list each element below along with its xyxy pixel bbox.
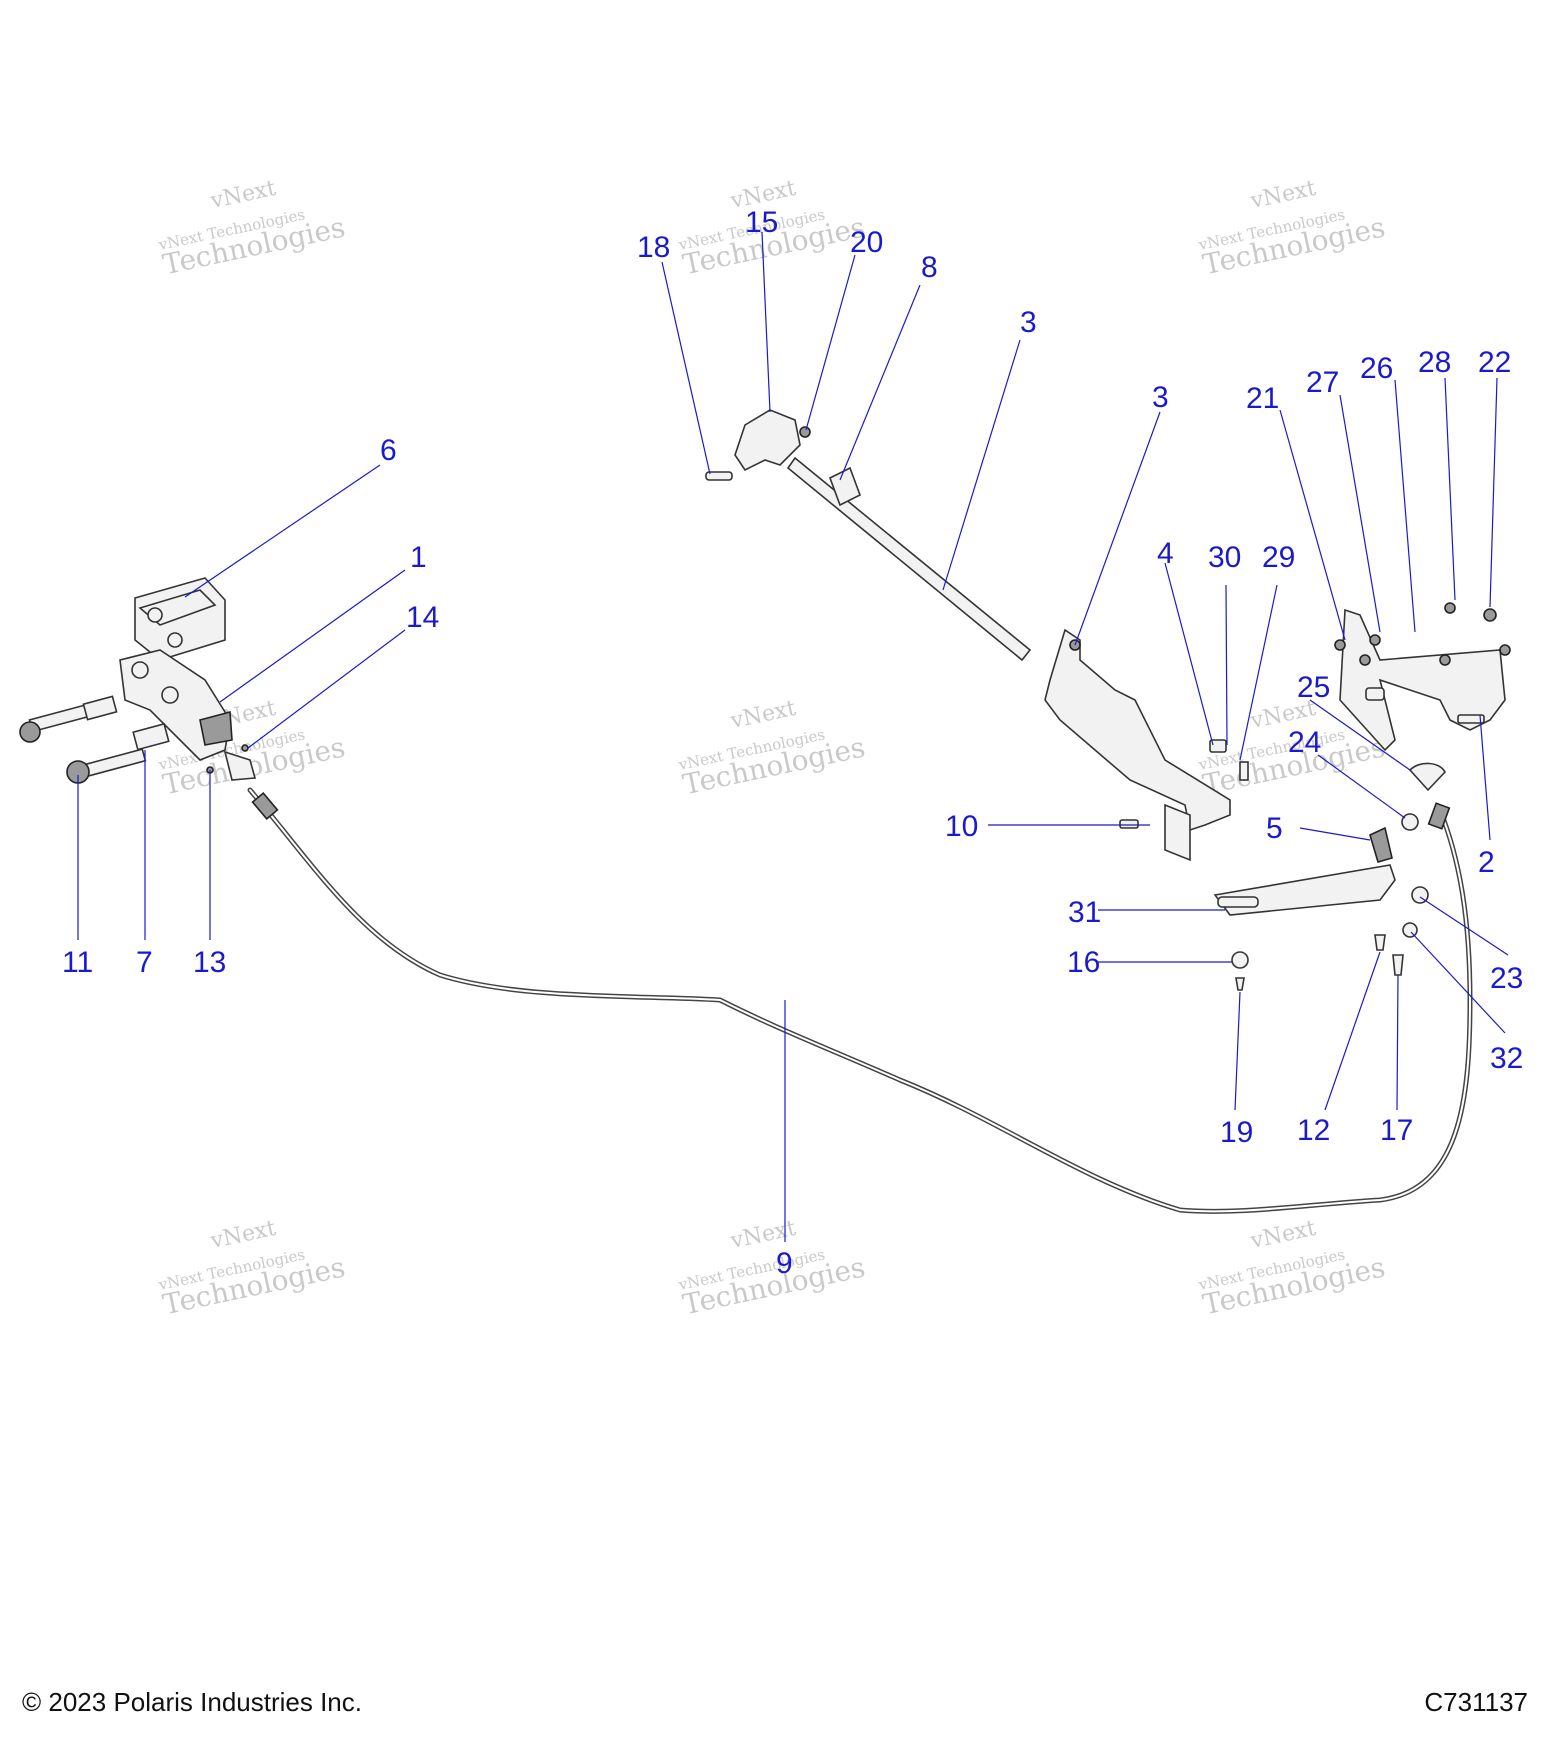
watermarks: vNext vNext Technologies Technologies vN…	[156, 176, 1388, 1321]
callout-3: 3	[1020, 306, 1037, 339]
watermark: vNext vNext Technologies Technologies	[676, 696, 868, 801]
callout-26: 26	[1360, 352, 1393, 385]
watermark: vNext vNext Technologies Technologies	[1196, 1216, 1388, 1321]
brake-cable	[247, 787, 1473, 1214]
mount-bracket	[1044, 628, 1231, 832]
callout-30: 30	[1208, 541, 1241, 574]
lever-assembly	[705, 409, 1249, 862]
callout-28: 28	[1418, 346, 1451, 379]
callout-19: 19	[1220, 1116, 1253, 1149]
watermark: vNext vNext Technologies Technologies	[676, 1216, 868, 1321]
watermark: vNext vNext Technologies Technologies	[156, 1216, 348, 1321]
callout-4: 4	[1157, 537, 1174, 570]
figure-id: C731137	[1424, 1687, 1528, 1717]
callout-1: 1	[410, 541, 427, 574]
callout-24: 24	[1288, 726, 1321, 759]
svg-text:vNext: vNext	[208, 1216, 279, 1254]
callout-17: 17	[1380, 1114, 1413, 1147]
pedal-arm	[1213, 864, 1396, 916]
pin	[82, 695, 118, 721]
callout-22: 22	[1478, 346, 1511, 379]
callout-14: 14	[406, 601, 439, 634]
callout-5: 5	[1266, 812, 1283, 845]
callout-8: 8	[921, 251, 938, 284]
callout-29: 29	[1262, 541, 1295, 574]
callout-13: 13	[193, 946, 226, 979]
callout-27: 27	[1306, 366, 1339, 399]
callout-12: 12	[1297, 1114, 1330, 1147]
watermark: vNext vNext Technologies Technologies	[1196, 176, 1388, 281]
svg-text:vNext: vNext	[1248, 176, 1319, 214]
callout-16: 16	[1067, 946, 1100, 979]
pedal-assembly	[1213, 602, 1511, 991]
caliper-assembly	[19, 577, 257, 784]
pin	[132, 722, 170, 751]
pedal-bracket	[1339, 608, 1506, 752]
lever-handle	[734, 409, 801, 472]
svg-text:vNext: vNext	[208, 176, 279, 214]
callout-20: 20	[850, 226, 883, 259]
callout-15: 15	[745, 206, 778, 239]
leader-lines	[77, 231, 1509, 1242]
callout-7: 7	[136, 946, 153, 979]
watermark: vNext vNext Technologies Technologies	[156, 176, 348, 281]
callout-labels: 1 2 3 3 4 5 6 7 8 9 10 11 12 13 14 15 16…	[62, 206, 1523, 1280]
rod	[786, 456, 1032, 662]
callout-32: 32	[1490, 1042, 1523, 1075]
callout-23: 23	[1490, 962, 1523, 995]
callout-31: 31	[1068, 896, 1101, 929]
callout-21: 21	[1246, 382, 1279, 415]
callout-25: 25	[1297, 671, 1330, 704]
callout-6: 6	[380, 434, 397, 467]
callout-10: 10	[945, 810, 978, 843]
svg-text:vNext: vNext	[1248, 1216, 1319, 1254]
copyright-notice: © 2023 Polaris Industries Inc.	[22, 1687, 362, 1717]
callout-3b: 3	[1152, 381, 1169, 414]
callout-18: 18	[637, 231, 670, 264]
callout-9: 9	[776, 1247, 793, 1280]
callout-11: 11	[62, 946, 93, 979]
callout-2: 2	[1478, 846, 1495, 879]
svg-text:vNext: vNext	[728, 696, 799, 734]
